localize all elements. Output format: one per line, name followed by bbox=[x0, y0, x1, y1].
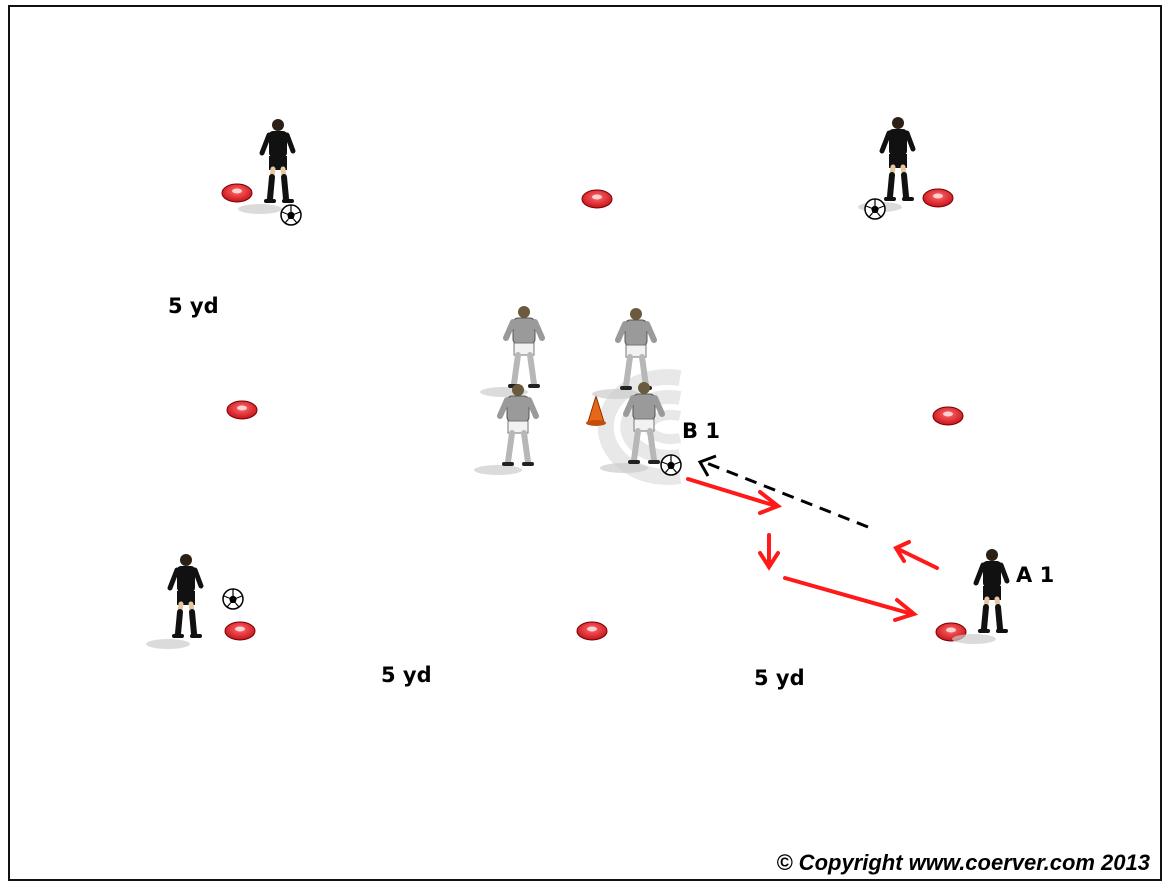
disc-cone-icon bbox=[932, 406, 964, 426]
player-label-a1: A 1 bbox=[1016, 563, 1055, 587]
soccer-ball-icon bbox=[864, 198, 886, 220]
copyright-text: © Copyright www.coerver.com 2013 bbox=[776, 850, 1150, 875]
soccer-ball-icon bbox=[222, 588, 244, 610]
disc-cone-icon bbox=[922, 188, 954, 208]
field-border bbox=[8, 5, 1162, 881]
disc-cone-icon bbox=[581, 189, 613, 209]
disc-cone-icon bbox=[224, 621, 256, 641]
distance-label-left: 5 yd bbox=[168, 294, 219, 318]
run-line bbox=[697, 454, 869, 529]
soccer-ball-icon bbox=[660, 454, 682, 476]
player-figure-icon bbox=[474, 384, 536, 475]
distance-label-bottom-right: 5 yd bbox=[754, 666, 805, 690]
tall-cone-icon bbox=[586, 394, 606, 426]
disc-cone-icon bbox=[576, 621, 608, 641]
distance-label-bottom-mid: 5 yd bbox=[381, 663, 432, 687]
disc-cone-icon bbox=[226, 400, 258, 420]
player-figure-icon bbox=[858, 117, 913, 212]
player-figure-icon bbox=[146, 554, 201, 649]
player-label-b1: B 1 bbox=[682, 419, 720, 443]
soccer-ball-icon bbox=[280, 204, 302, 226]
player-figure-icon bbox=[480, 306, 542, 397]
disc-cone-icon bbox=[221, 183, 253, 203]
pass-arrows bbox=[686, 477, 939, 622]
